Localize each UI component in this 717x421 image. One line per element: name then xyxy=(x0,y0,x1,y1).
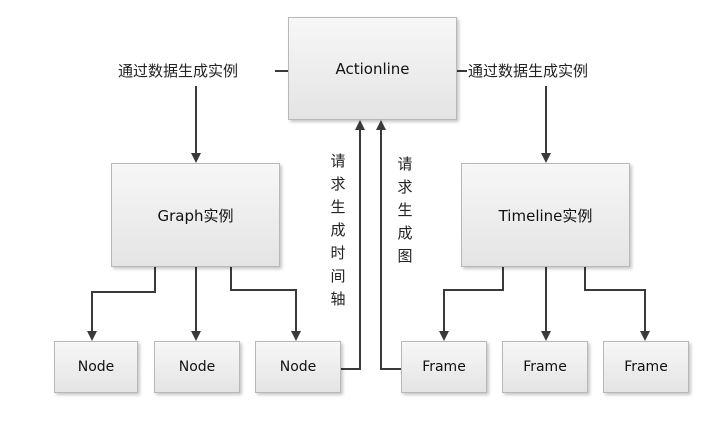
timeline-label: Timeline实例 xyxy=(498,206,593,225)
edge-graph-to-node-3 xyxy=(230,267,301,341)
graph-box: Graph实例 xyxy=(111,163,280,267)
node-box-3: Node xyxy=(255,341,341,393)
timeline-box: Timeline实例 xyxy=(461,163,630,267)
node-label-1: Node xyxy=(77,359,115,375)
edge-frame-to-actionline xyxy=(376,120,401,370)
actionline-box: Actionline xyxy=(288,17,457,120)
node-label-3: Node xyxy=(279,359,317,375)
edge-timeline-to-frame-3 xyxy=(584,267,650,341)
edge-graph-to-node-1 xyxy=(87,267,156,341)
frame-box-2: Frame xyxy=(502,341,588,393)
frame-box-3: Frame xyxy=(603,341,689,393)
frame-box-1: Frame xyxy=(401,341,487,393)
edge-timeline-to-frame-1 xyxy=(439,267,504,341)
edge-node-to-actionline xyxy=(341,120,365,370)
right-create-label: 通过数据生成实例 xyxy=(468,62,589,80)
frame-label-3: Frame xyxy=(624,359,668,375)
graph-label: Graph实例 xyxy=(157,206,234,225)
node-box-1: Node xyxy=(54,341,138,393)
left-create-label: 通过数据生成实例 xyxy=(118,62,239,80)
actionline-label: Actionline xyxy=(335,59,410,78)
frame-label-2: Frame xyxy=(523,359,567,375)
node-label-2: Node xyxy=(178,359,216,375)
frame-label-1: Frame xyxy=(422,359,466,375)
node-box-2: Node xyxy=(154,341,240,393)
request-graph-label: 请求生成图 xyxy=(397,155,413,265)
request-timeline-label: 请求生成时间轴 xyxy=(330,152,346,308)
